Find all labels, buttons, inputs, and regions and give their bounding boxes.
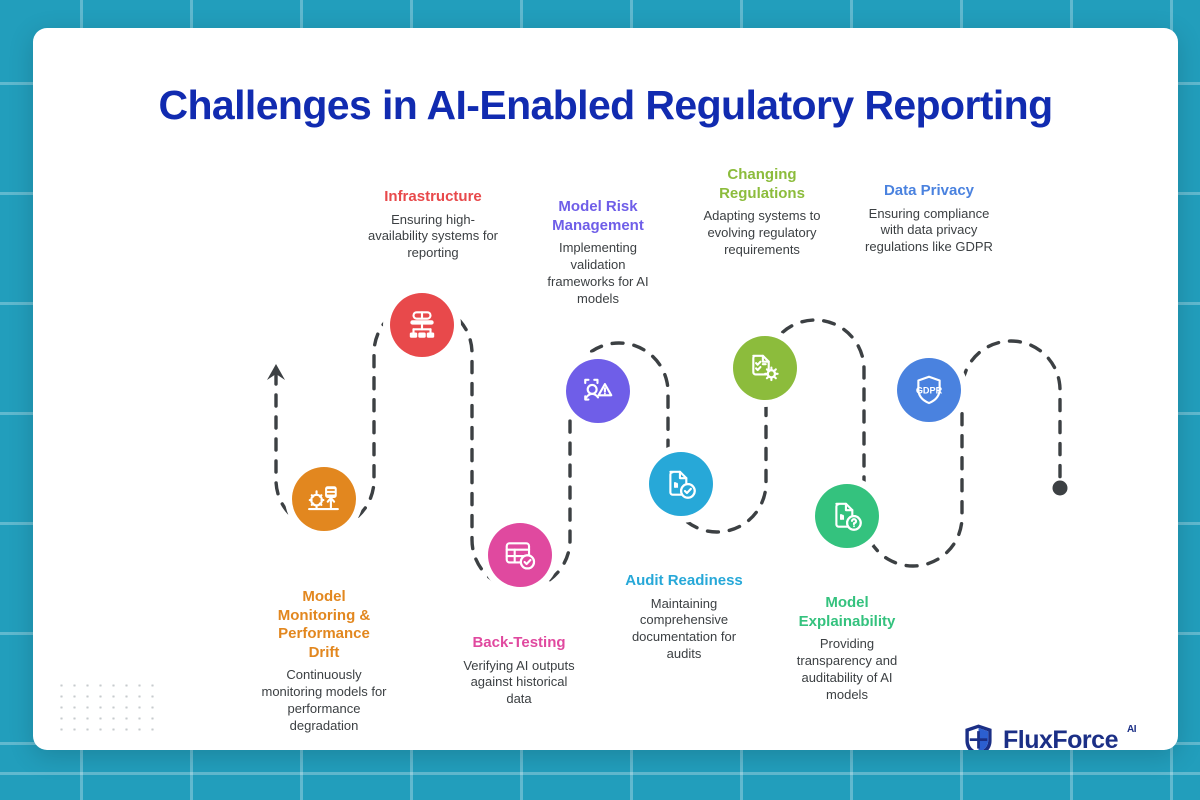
text-block-data-privacy: Data Privacy Ensuring compliance with da…: [861, 182, 997, 256]
node-description-model-explainability: Providing transparency and auditability …: [796, 636, 898, 702]
logo-superscript: AI: [1126, 723, 1137, 735]
node-title-infrastructure: Infrastructure: [384, 188, 482, 205]
node-icon-data-privacy[interactable]: GDPR: [897, 358, 961, 422]
text-block-back-testing: Back-Testing Verifying AI outputs agains…: [457, 634, 581, 708]
node-icon-model-monitoring-performance-drift[interactable]: [292, 467, 356, 531]
logo-word: FluxForce: [1003, 725, 1118, 750]
node-icon-model-explainability[interactable]: [815, 484, 879, 548]
node-description-model-monitoring-performance-drift: Continuously monitoring models for perfo…: [261, 667, 387, 734]
node-description-data-privacy: Ensuring compliance with data privacy re…: [865, 205, 993, 255]
page-title: Challenges in AI-Enabled Regulatory Repo…: [158, 82, 1053, 128]
dot-grid-decoration: [55, 680, 159, 738]
node-title-back-testing: Back-Testing: [472, 634, 566, 651]
dashed-route-line: [274, 302, 1062, 591]
table-check-icon: [503, 538, 537, 572]
node-icon-back-testing[interactable]: [488, 523, 552, 587]
node-title-audit-readiness: Audit Readiness: [625, 572, 743, 589]
monitoring-gauge-icon: [307, 482, 341, 516]
document-question-icon: [830, 499, 864, 533]
brand-logo: FluxForce AI: [963, 720, 1143, 750]
node-icon-infrastructure[interactable]: [390, 293, 454, 357]
text-block-audit-readiness: Audit Readiness Maintaining comprehensiv…: [614, 572, 754, 663]
shield-logo-icon: [963, 723, 994, 750]
node-icon-changing-regulations[interactable]: [733, 336, 797, 400]
node-description-audit-readiness: Maintaining comprehensive documentation …: [631, 595, 737, 662]
server-network-icon: [405, 308, 439, 342]
logo-wordmark: FluxForce AI: [1003, 724, 1136, 750]
node-description-changing-regulations: Adapting systems to evolving regulatory …: [703, 208, 821, 257]
node-icon-model-risk-management[interactable]: [566, 359, 630, 423]
path-end-dot: [1052, 480, 1068, 496]
checklist-gear-icon: [748, 351, 782, 385]
path-start-arrowhead: [267, 364, 285, 380]
content-card: Challenges in AI-Enabled Regulatory Repo…: [33, 28, 1178, 750]
node-description-model-risk-management: Implementing validation frameworks for A…: [547, 240, 649, 306]
document-check-icon: [664, 467, 698, 501]
node-description-back-testing: Verifying AI outputs against historical …: [463, 657, 575, 707]
node-icon-audit-readiness[interactable]: [649, 452, 713, 516]
text-block-infrastructure: Infrastructure Ensuring high-availabilit…: [363, 188, 503, 262]
node-description-infrastructure: Ensuring high-availability systems for r…: [367, 211, 499, 261]
ai-warning-icon: [581, 374, 615, 408]
svg-text:GDPR: GDPR: [916, 385, 943, 395]
gdpr-shield-icon: GDPR: [912, 373, 946, 407]
node-title-data-privacy: Data Privacy: [883, 182, 975, 199]
